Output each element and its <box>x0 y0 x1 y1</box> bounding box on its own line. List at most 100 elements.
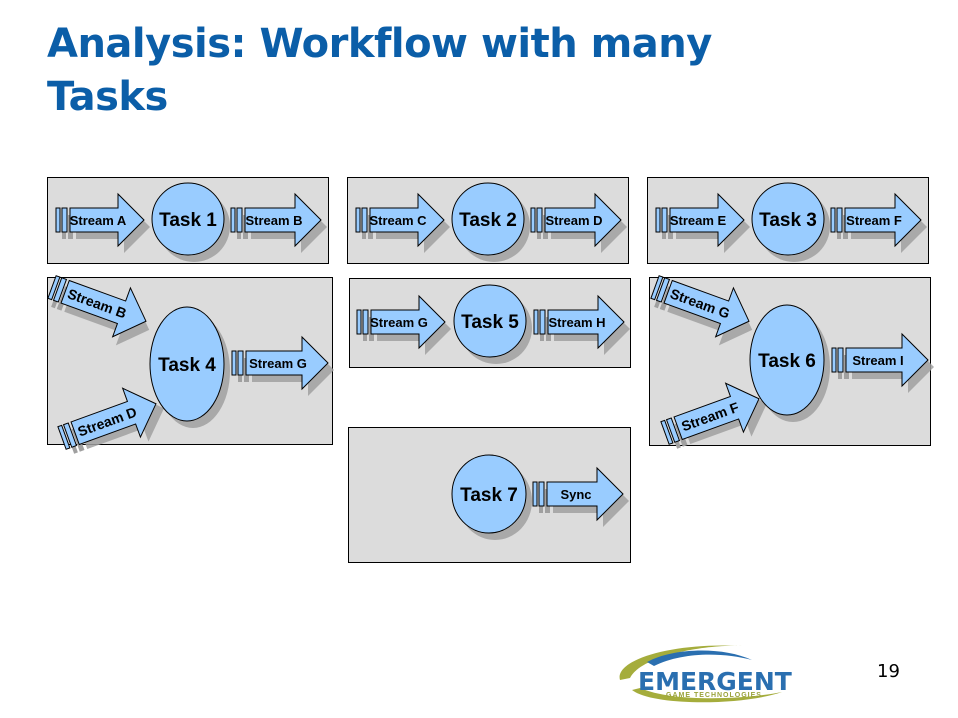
task-1: Task 1 <box>151 182 230 262</box>
stream-stripe-icon <box>530 207 536 233</box>
stream-stripe-icon <box>55 207 61 233</box>
stream-arrow-stream-d: Stream D <box>57 387 165 454</box>
slide-title-line-1: Analysis: Workflow with many <box>47 21 712 67</box>
stream-arrow-stream-b: Stream B <box>47 275 150 346</box>
stream-label: Stream G <box>370 315 428 330</box>
stream-label: Stream A <box>70 213 127 228</box>
stream-arrow-stream-b: Stream B <box>230 192 327 253</box>
task-label: Task 7 <box>460 485 518 506</box>
stream-stripe-icon <box>355 207 361 233</box>
stream-label: Stream E <box>670 213 727 228</box>
stream-stripe-icon <box>836 207 843 233</box>
task-node <box>751 182 825 256</box>
logo-swoosh-icon <box>619 645 782 703</box>
stream-stripe-icon <box>837 347 844 373</box>
slide-title: Analysis: Workflow with many Tasks <box>47 18 847 124</box>
arrow-body <box>245 335 329 391</box>
task-node <box>149 306 225 422</box>
stream-stripe-icon <box>650 275 664 301</box>
task-4: Task 4 <box>149 306 230 428</box>
task-6: Task 6 <box>749 304 830 422</box>
arrow-body <box>69 192 145 248</box>
stream-label: Stream D <box>545 213 602 228</box>
stream-stripe-icon <box>655 277 671 303</box>
stream-label: Stream B <box>245 213 302 228</box>
stream-arrow-stream-g: Stream G <box>650 275 753 346</box>
stream-label: Stream C <box>369 213 427 228</box>
task-3: Task 3 <box>751 182 830 262</box>
arrow-body <box>669 192 745 248</box>
stream-stripe-icon <box>539 309 546 335</box>
arrow-body <box>546 466 624 522</box>
arrow-body <box>844 192 922 248</box>
task-label: Task 6 <box>758 351 816 372</box>
task-label: Task 3 <box>759 210 817 231</box>
stream-stripe-icon <box>236 207 243 233</box>
stream-arrow-stream-f: Stream F <box>830 192 927 253</box>
task-label: Task 2 <box>459 210 517 231</box>
task-2: Task 2 <box>451 182 530 262</box>
stream-stripe-icon <box>533 309 539 335</box>
stream-label: Stream F <box>846 213 902 228</box>
stream-arrow-stream-h: Stream H <box>533 294 630 355</box>
stream-stripe-icon <box>356 309 362 335</box>
arrow-body <box>845 332 929 388</box>
stream-stripe-icon <box>57 424 71 450</box>
task-label: Task 1 <box>159 210 217 231</box>
stream-arrow-sync: Sync <box>532 466 629 527</box>
arrow-body <box>547 294 625 350</box>
stream-stripe-icon <box>362 309 369 335</box>
stream-label: Stream H <box>548 315 605 330</box>
stream-stripe-icon <box>47 275 61 301</box>
arrow-body <box>60 279 147 338</box>
stream-stripe-icon <box>660 419 674 445</box>
arrow-body <box>244 192 322 248</box>
stream-stripe-icon <box>52 277 68 303</box>
stream-stripe-icon <box>536 207 543 233</box>
task-node <box>749 304 825 416</box>
slide-title-line-2: Tasks <box>47 74 168 120</box>
stream-stripe-icon <box>532 481 538 507</box>
task-label: Task 5 <box>461 312 519 333</box>
arrow-body <box>544 192 622 248</box>
arrow-body <box>663 279 750 338</box>
stream-stripe-icon <box>230 207 236 233</box>
task-node <box>151 182 225 256</box>
task-7: Task 7 <box>451 454 532 540</box>
logo-tagline: GAME TECHNOLOGIES <box>666 692 762 699</box>
stream-arrow-stream-c: Stream C <box>355 192 450 253</box>
task-label: Task 4 <box>158 355 216 376</box>
stream-label: Stream G <box>249 356 307 371</box>
stream-arrow-stream-g: Stream G <box>356 294 451 355</box>
task-node <box>451 182 525 256</box>
logo-wordmark: EMERGENT <box>638 667 792 696</box>
stream-stripe-icon <box>830 207 836 233</box>
arrow-body <box>70 387 157 446</box>
stream-arrow-stream-i: Stream I <box>831 332 934 393</box>
stream-stripe-icon <box>361 207 368 233</box>
stream-stripe-icon <box>661 207 668 233</box>
stream-stripe-icon <box>655 207 661 233</box>
task-node <box>451 454 527 534</box>
task-node <box>453 284 527 358</box>
stream-arrow-stream-g: Stream G <box>231 335 334 396</box>
stream-label: Sync <box>560 487 591 502</box>
stream-stripe-icon <box>61 207 68 233</box>
stream-stripe-icon <box>237 350 244 376</box>
task-5: Task 5 <box>453 284 532 364</box>
stream-label: Stream I <box>852 353 903 368</box>
stream-arrow-stream-a: Stream A <box>55 192 150 253</box>
page-number: 19 <box>877 661 900 682</box>
stream-stripe-icon <box>538 481 545 507</box>
arrow-body <box>369 192 445 248</box>
stream-stripe-icon <box>62 422 78 448</box>
emergent-logo: EMERGENT GAME TECHNOLOGIES <box>612 640 812 704</box>
arrow-body <box>370 294 446 350</box>
stream-stripe-icon <box>231 350 237 376</box>
stream-arrow-stream-d: Stream D <box>530 192 627 253</box>
stream-stripe-icon <box>665 417 681 443</box>
arrow-body <box>673 382 760 441</box>
stream-arrow-stream-e: Stream E <box>655 192 750 253</box>
stream-stripe-icon <box>831 347 837 373</box>
